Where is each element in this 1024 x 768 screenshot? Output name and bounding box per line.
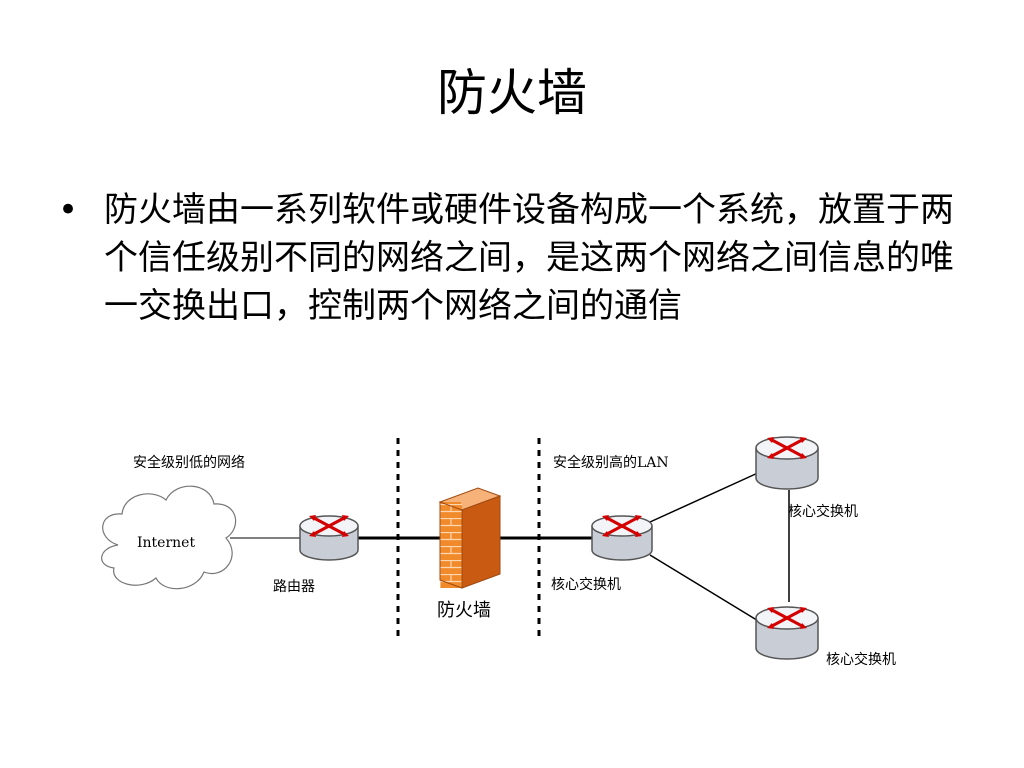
firewall-label: 防火墙: [437, 600, 491, 621]
slide-title: 防火墙: [437, 64, 587, 122]
core-switch-top-label: 核心交换机: [788, 503, 858, 520]
router-icon: [299, 513, 359, 561]
bullet-dot: •: [58, 190, 79, 230]
bullet-list: • 防火墙由一系列软件或硬件设备构成一个系统，放置于两个信任级别不同的网络之间，…: [58, 186, 958, 330]
router-label: 路由器: [273, 579, 315, 595]
link-switch-top: [649, 471, 761, 523]
zone-low-label: 安全级别低的网络: [133, 454, 245, 471]
core-switch-icon: [591, 513, 653, 561]
core-switch-main-label: 核心交换机: [551, 576, 621, 593]
cloud-icon: [101, 485, 237, 590]
core-switch-icon: [755, 435, 819, 490]
link-switch-bottom: [649, 554, 761, 623]
zone-high-label: 安全级别高的LAN: [553, 454, 669, 471]
core-switch-icon: [755, 605, 819, 660]
core-switch-bottom-label: 核心交换机: [826, 651, 896, 668]
firewall-icon: [438, 487, 502, 589]
internet-label: Internet: [137, 535, 195, 551]
bullet-text: 防火墙由一系列软件或硬件设备构成一个系统，放置于两个信任级别不同的网络之间，是这…: [104, 190, 954, 326]
